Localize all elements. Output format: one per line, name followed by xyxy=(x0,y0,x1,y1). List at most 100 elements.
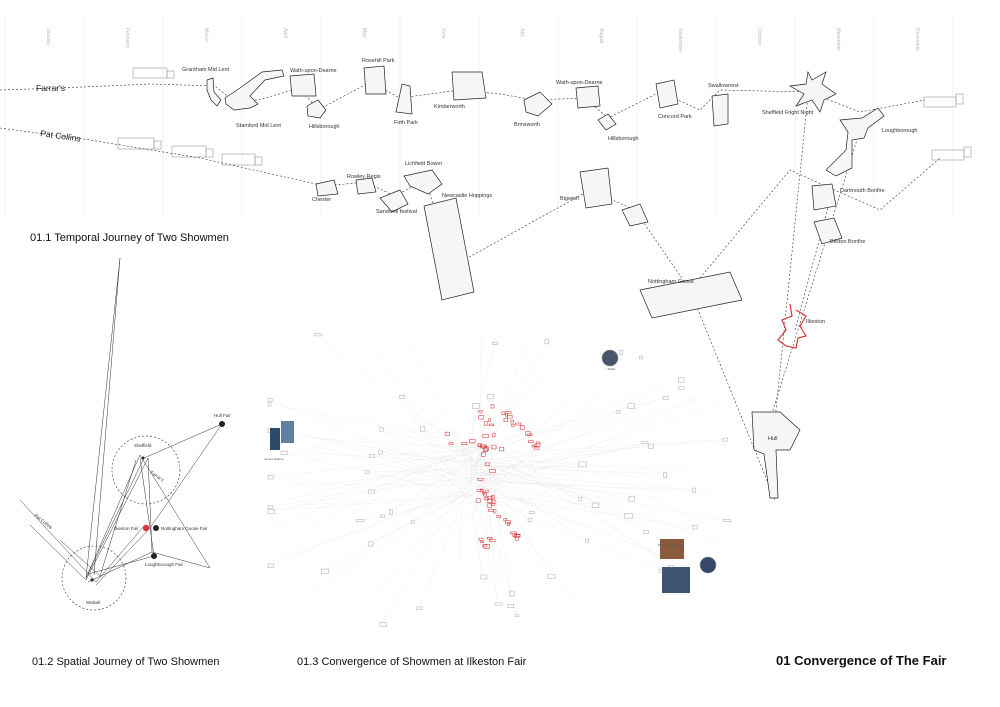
convergence-plot xyxy=(379,622,387,627)
node-hull xyxy=(219,421,225,427)
ilkeston-stall xyxy=(486,496,493,499)
convergence-ray xyxy=(316,334,464,453)
fair-label: Bilston Bonfire xyxy=(830,239,865,245)
month-columns xyxy=(4,14,954,218)
pat-collins-route xyxy=(0,127,941,291)
node-ilkeston xyxy=(142,524,150,532)
convergence-ray xyxy=(401,394,492,461)
month-label: January xyxy=(45,28,51,46)
caption-temporal: 01.1 Temporal Journey of Two Showmen xyxy=(30,232,229,244)
convergence-plot xyxy=(662,396,669,400)
plot-hillsborough1 xyxy=(306,99,327,119)
plot-stamford xyxy=(224,69,285,111)
plot-bilston xyxy=(813,217,843,245)
convergence-ray xyxy=(381,428,471,469)
ilkeston-stall xyxy=(475,498,481,503)
convergence-label: James Mellors xyxy=(264,457,284,461)
convergence-plot xyxy=(663,472,667,478)
convergence-ray xyxy=(479,334,482,467)
plot-kimberworth xyxy=(451,71,487,101)
spatial-label: Walsall xyxy=(86,600,100,605)
convergence-ray xyxy=(473,395,490,483)
plot-lichfield xyxy=(403,169,443,195)
convergence-ray xyxy=(269,495,474,512)
caption-convergence: 01.3 Convergence of Showmen at Ilkeston … xyxy=(297,656,527,668)
convergence-ray xyxy=(478,398,698,499)
ilkeston-stall xyxy=(477,477,484,481)
fair-label: Nottingham Goose xyxy=(648,279,694,285)
convergence-ray xyxy=(497,439,726,454)
ilkeston-stall xyxy=(491,499,496,504)
convergence-ray xyxy=(415,409,483,470)
fair-label: Hillsborough xyxy=(608,136,639,142)
plot-grantham xyxy=(206,77,222,107)
ilkeston-stall xyxy=(489,469,496,473)
fair-label: Rowley Regis xyxy=(347,174,381,180)
photo-pat-collins: Pat Collins Funfairs xyxy=(658,539,717,593)
convergence-ray xyxy=(367,470,479,605)
convergence-plot xyxy=(472,403,480,409)
convergence-ray xyxy=(463,463,581,479)
main-title: 01 Convergence of The Fair xyxy=(776,653,947,668)
convergence-ray xyxy=(493,497,695,528)
convergence-plot xyxy=(527,517,532,522)
month-label: June xyxy=(440,28,446,39)
convergence-ray xyxy=(479,405,630,483)
ilkeston-stall xyxy=(448,442,454,445)
fair-label: Firth Park xyxy=(394,120,418,126)
convergence-ray xyxy=(326,463,485,485)
convergence-plot xyxy=(678,377,685,384)
convergence-ray xyxy=(495,443,644,481)
convergence-ray xyxy=(472,494,510,607)
convergence-plot xyxy=(280,450,288,455)
spatial-label: Hull Fair xyxy=(214,413,231,418)
convergence-ray xyxy=(484,391,512,466)
convergence-plot xyxy=(399,395,405,399)
convergence-ray xyxy=(269,467,484,512)
convergence-plot xyxy=(616,410,621,414)
pat-collins-plots xyxy=(315,167,843,499)
truck-icon xyxy=(171,145,214,158)
convergence-plot xyxy=(507,604,514,608)
truck-icons xyxy=(117,67,972,166)
truck-icon xyxy=(132,67,175,79)
convergence-ray xyxy=(483,497,662,571)
convergence-ray xyxy=(465,343,495,454)
convergence-plot xyxy=(544,339,549,345)
ilkeston-stall xyxy=(493,509,497,514)
convergence-ray xyxy=(323,484,484,571)
timeline-labels: Farrar's Pat Collins Grantham Mid Lent S… xyxy=(36,58,917,442)
convergence-ray xyxy=(497,498,531,520)
farrar-plots xyxy=(206,65,885,177)
convergence-ray xyxy=(469,473,586,475)
plot-wath1 xyxy=(289,73,317,97)
ilkeston-stall xyxy=(488,509,494,512)
month-labels: January February March April May June Ju… xyxy=(45,28,920,53)
hull-connector xyxy=(769,129,861,421)
spatial-label: Pat Collins xyxy=(33,513,54,531)
ilkeston-stall xyxy=(510,420,514,424)
plot-dartmouth xyxy=(811,183,837,211)
plot-rowley xyxy=(355,177,377,195)
ilkeston-stall xyxy=(511,423,515,427)
ilkeston-stall xyxy=(484,497,489,501)
convergence-plot xyxy=(416,606,423,610)
convergence-ray xyxy=(269,423,486,490)
convergence-plot xyxy=(722,437,728,442)
convergence-plot xyxy=(379,427,384,432)
convergence-plot xyxy=(494,602,503,606)
convergence-ray xyxy=(269,469,465,508)
plot-wath2 xyxy=(575,85,601,109)
convergence-plot xyxy=(380,514,385,518)
convergence-plot xyxy=(509,590,515,597)
ilkeston-stall xyxy=(503,417,508,423)
convergence-plot xyxy=(692,525,698,530)
convergence-ray xyxy=(382,454,475,517)
fair-label: Hull xyxy=(768,436,777,442)
convergence-ray xyxy=(488,492,579,604)
ilkeston-stall xyxy=(482,544,488,548)
convergence-plot xyxy=(320,568,330,574)
convergence-ray xyxy=(372,344,471,498)
ilkeston-stall xyxy=(533,446,540,450)
convergence-label: Pat Collins Funfairs xyxy=(658,543,685,547)
